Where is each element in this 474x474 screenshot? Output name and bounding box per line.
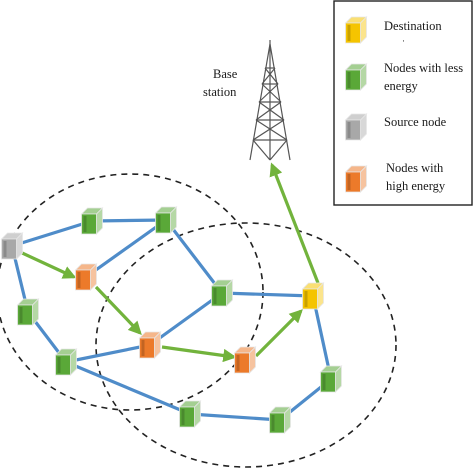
legend-swatch-less-energy	[344, 63, 368, 91]
link	[164, 218, 224, 295]
routing-path	[19, 162, 320, 363]
link	[148, 291, 224, 347]
link	[220, 291, 315, 298]
link	[10, 219, 94, 248]
legend-high-energy-line1: Nodes with	[386, 161, 444, 175]
route-arrow	[19, 250, 77, 279]
legend-swatch-destination	[344, 16, 368, 44]
link	[84, 218, 168, 279]
legend-source-line1: Source node	[384, 115, 447, 129]
source-node	[0, 232, 24, 260]
legend-swatch-source	[344, 113, 368, 141]
node-less-energy	[80, 207, 104, 235]
network-nodes	[0, 206, 343, 434]
link	[64, 343, 152, 364]
node-less-energy	[210, 279, 234, 307]
cluster-boundary-left	[0, 173, 264, 411]
link	[90, 218, 168, 223]
link	[64, 360, 192, 416]
node-less-energy	[319, 365, 343, 393]
legend-less-energy-line1: Nodes with less	[384, 61, 463, 75]
node-less-energy	[268, 406, 292, 434]
route-arrow	[254, 309, 303, 358]
legend-less-energy-line2: energy	[384, 79, 419, 93]
route-arrow	[94, 285, 142, 335]
node-high-energy	[74, 263, 98, 291]
legend-swatches	[344, 16, 368, 193]
network-links	[10, 218, 333, 422]
route-arrow	[161, 345, 237, 363]
legend-swatch-high-energy	[344, 165, 368, 193]
legend-high-energy-line2: high energy	[386, 179, 446, 193]
destination-node	[301, 282, 325, 310]
node-less-energy	[16, 298, 40, 326]
link	[188, 412, 282, 422]
legend: Destination · Nodes with less energy Sou…	[333, 0, 473, 206]
radio-tower-icon	[249, 40, 291, 161]
node-less-energy	[178, 400, 202, 428]
node-high-energy	[233, 346, 257, 374]
cluster-boundary-right	[95, 222, 397, 468]
node-less-energy	[154, 206, 178, 234]
legend-destination-line2: ·	[402, 36, 405, 46]
tower-label-line1: Base	[213, 67, 238, 81]
link	[311, 294, 333, 381]
legend-destination-line1: Destination	[384, 19, 442, 33]
node-less-energy	[54, 348, 78, 376]
route-arrow	[269, 162, 320, 284]
node-high-energy	[138, 331, 162, 359]
tower-label-line2: station	[203, 85, 237, 99]
